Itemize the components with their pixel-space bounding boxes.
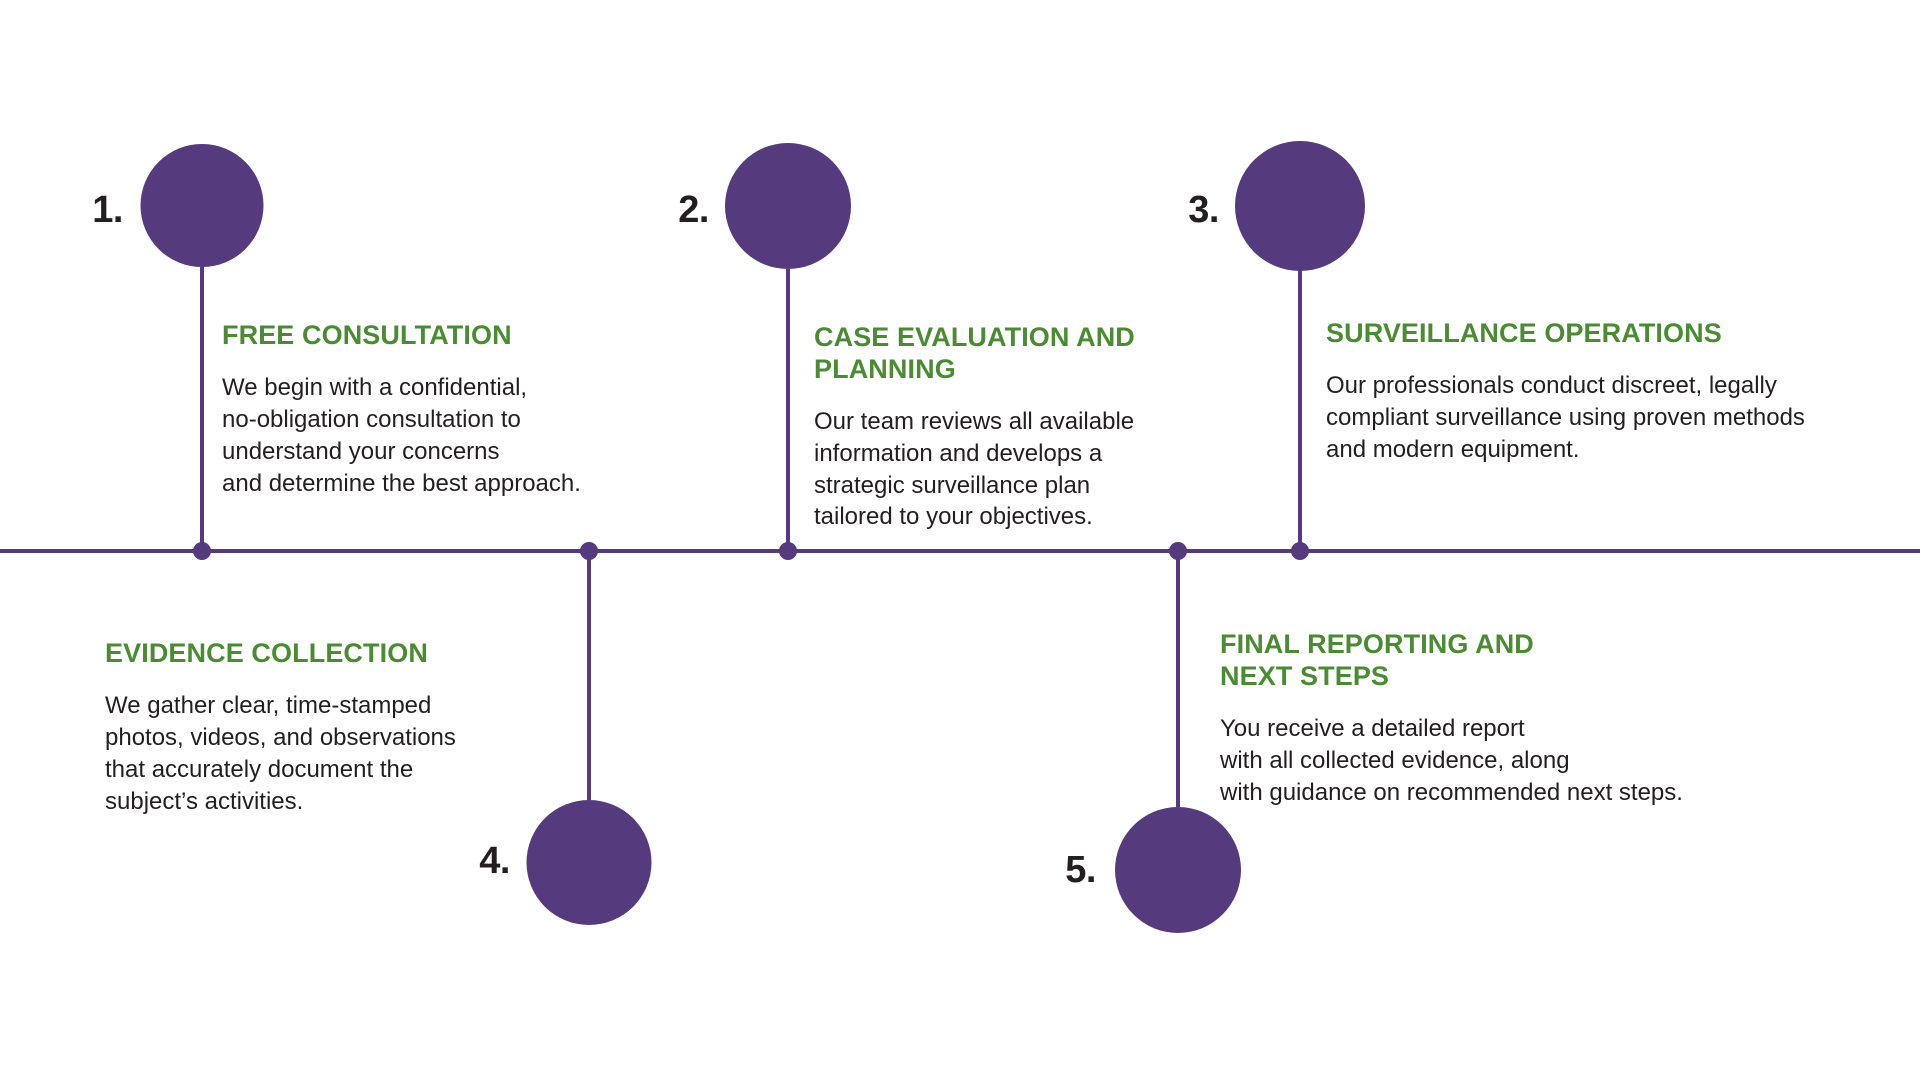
timeline-axis xyxy=(0,549,1920,553)
step-connector-4 xyxy=(587,551,591,800)
step-body-5: You receive a detailed report with all c… xyxy=(1220,714,1683,806)
step-heading-4: EVIDENCE COLLECTION xyxy=(105,638,428,668)
step-number-1: 1. xyxy=(92,189,123,231)
step-circle-4 xyxy=(526,800,652,925)
step-text-block-1: FREE CONSULTATION We begin with a confid… xyxy=(222,320,652,499)
step-connector-2 xyxy=(786,269,790,552)
step-connector-5 xyxy=(1176,551,1180,807)
step-axis-dot-2 xyxy=(779,542,797,560)
step-circle-3 xyxy=(1235,141,1365,271)
step-circle-1 xyxy=(140,144,264,267)
step-text-block-5: FINAL REPORTING AND NEXT STEPS You recei… xyxy=(1220,629,1800,808)
step-body-1: We begin with a confidential, no-obligat… xyxy=(222,373,581,497)
step-circle-2 xyxy=(725,143,851,269)
step-text-block-3: SURVEILLANCE OPERATIONS Our professional… xyxy=(1326,318,1906,466)
step-body-4: We gather clear, time-stamped photos, vi… xyxy=(105,691,456,815)
step-heading-1: FREE CONSULTATION xyxy=(222,320,512,350)
step-text-block-2: CASE EVALUATION AND PLANNING Our team re… xyxy=(814,322,1214,533)
step-connector-3 xyxy=(1298,271,1302,552)
step-axis-dot-3 xyxy=(1291,542,1309,560)
step-number-3: 3. xyxy=(1188,189,1219,231)
step-number-5: 5. xyxy=(1065,849,1096,891)
step-axis-dot-1 xyxy=(193,542,211,560)
step-number-4: 4. xyxy=(479,840,510,882)
step-heading-3: SURVEILLANCE OPERATIONS xyxy=(1326,318,1722,348)
step-number-2: 2. xyxy=(678,189,709,231)
step-circle-5 xyxy=(1115,807,1241,933)
step-text-block-4: EVIDENCE COLLECTION We gather clear, tim… xyxy=(105,638,535,817)
step-connector-1 xyxy=(200,267,204,552)
step-body-3: Our professionals conduct discreet, lega… xyxy=(1326,371,1805,463)
step-heading-2: CASE EVALUATION AND PLANNING xyxy=(814,322,1135,384)
step-body-2: Our team reviews all available informati… xyxy=(814,407,1135,531)
step-heading-5: FINAL REPORTING AND NEXT STEPS xyxy=(1220,629,1534,691)
